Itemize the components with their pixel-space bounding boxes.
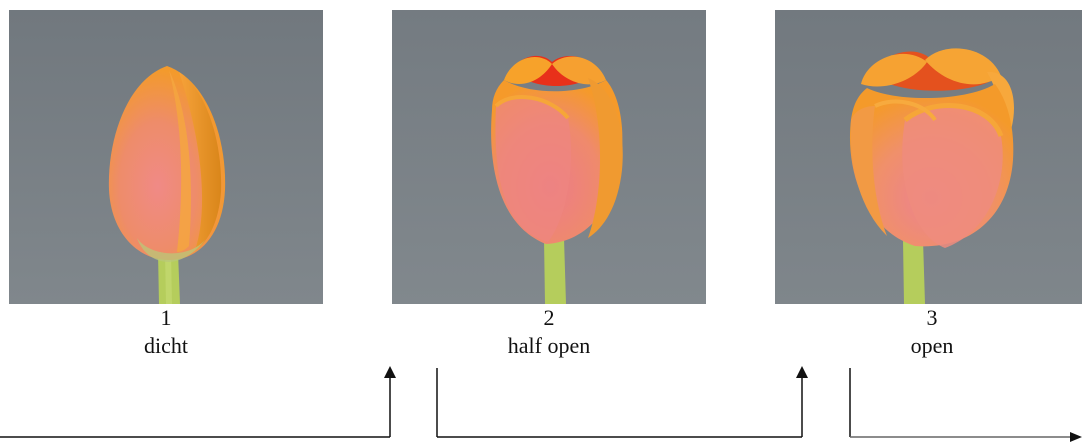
connector-2-to-3 (437, 366, 808, 437)
connector-3-out (850, 368, 1082, 442)
arrowhead-icon (796, 366, 808, 378)
arrowhead-icon (384, 366, 396, 378)
arrowhead-icon (1070, 432, 1082, 442)
connector-1-to-2 (0, 366, 396, 437)
